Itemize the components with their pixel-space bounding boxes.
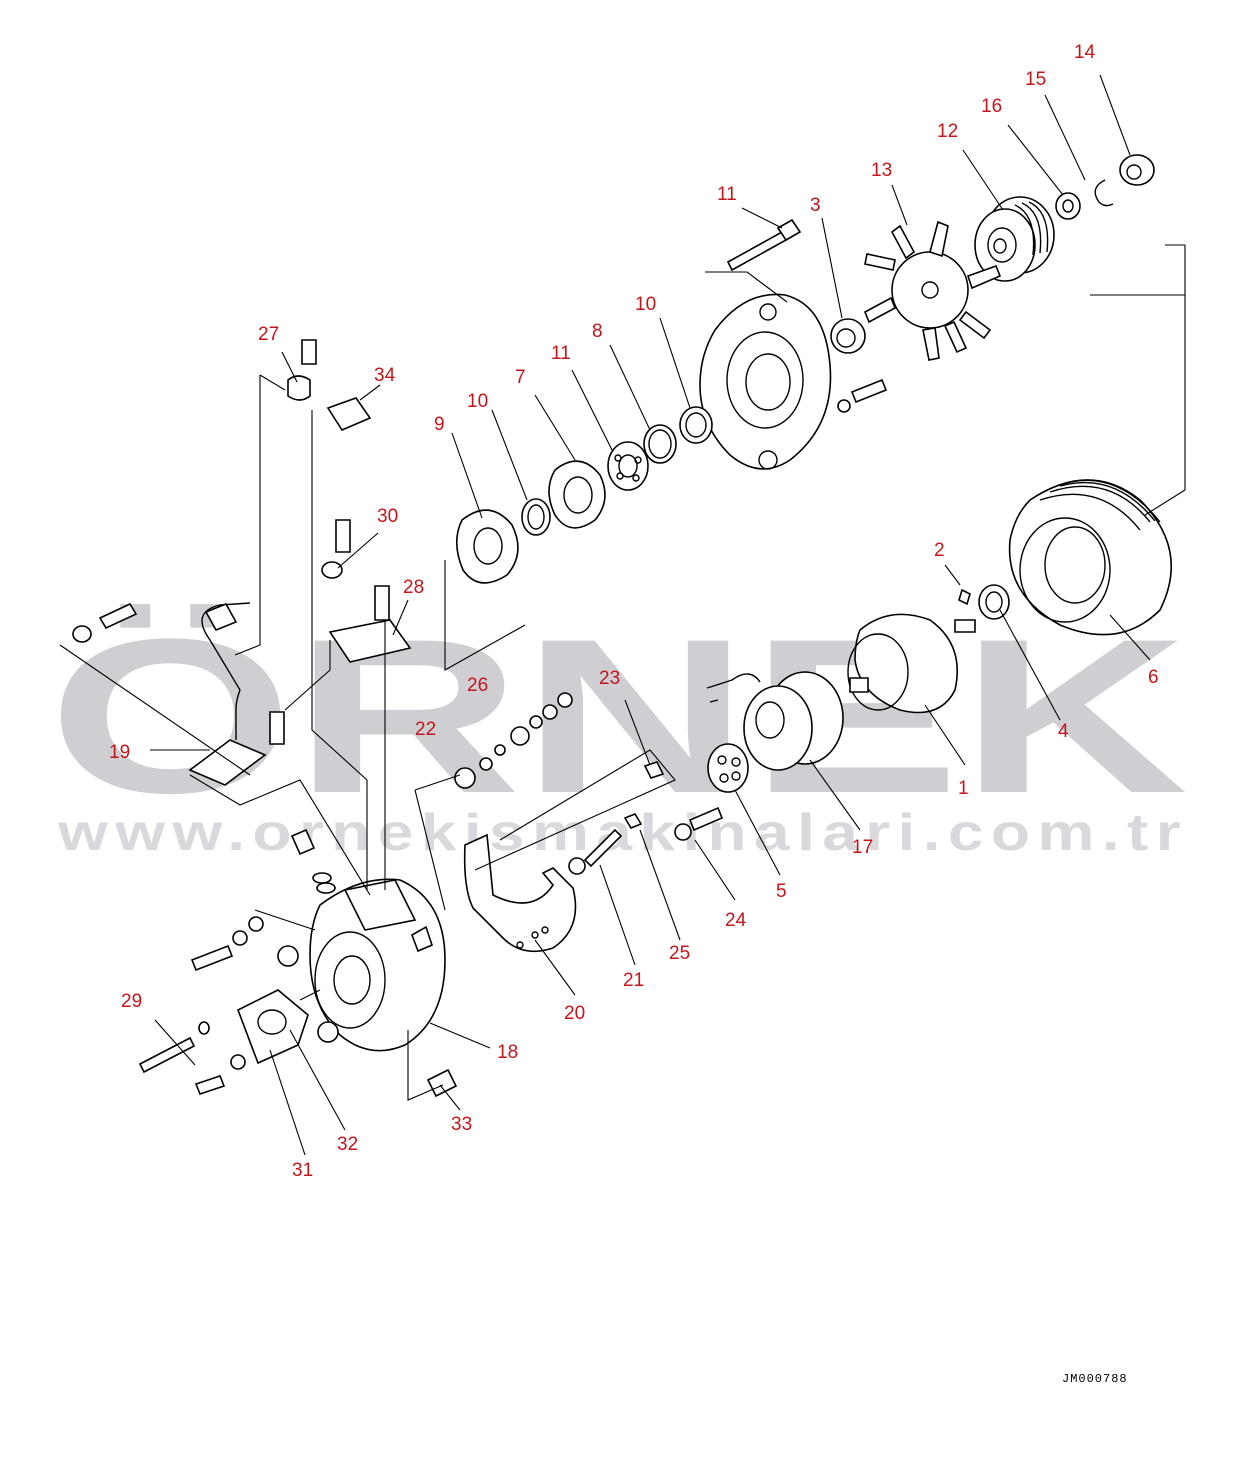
callout-21: 20 <box>564 1003 585 1024</box>
part-bolt-22[interactable] <box>568 828 623 875</box>
part-seal-10-upper[interactable] <box>679 406 713 444</box>
part-washer-17[interactable] <box>1055 192 1081 220</box>
callout-12: 11 <box>717 184 737 205</box>
callout-labels: 14 15 16 12 13 3 11 10 8 11 7 10 9 27 34… <box>109 42 1159 1181</box>
callout-18: 17 <box>852 837 873 858</box>
callout-1: 1 <box>958 778 969 799</box>
callout-10-upper: 10 <box>635 294 656 315</box>
part-bearing-11[interactable] <box>607 441 649 491</box>
callout-3: 3 <box>810 195 821 216</box>
callout-4: 4 <box>1058 721 1069 742</box>
callout-28: 27 <box>258 324 279 345</box>
part-nut-15[interactable] <box>1119 154 1155 186</box>
watermark: ÖRNEK www.ornekismakinalari.com.tr <box>48 593 1188 862</box>
part-plate-9[interactable] <box>455 509 519 584</box>
part-bolt-25[interactable] <box>674 806 724 841</box>
drawing-code: JM000788 <box>1062 1372 1128 1386</box>
callout-17: 16 <box>981 96 1002 117</box>
callout-9: 9 <box>434 414 445 435</box>
part-bolt-20[interactable] <box>269 711 285 745</box>
part-bolt-31[interactable] <box>321 519 351 579</box>
part-terminal-34[interactable] <box>426 1068 458 1098</box>
part-bolt-30[interactable] <box>138 1021 210 1074</box>
callout-25: 24 <box>725 910 747 931</box>
callout-34: 33 <box>451 1114 472 1135</box>
callout-14: 13 <box>871 160 892 181</box>
watermark-brand: ÖRNEK <box>48 593 1188 839</box>
part-bearing-4[interactable] <box>978 584 1010 620</box>
callout-26: 25 <box>669 943 690 964</box>
callout-35: 34 <box>374 365 396 386</box>
callout-15: 14 <box>1074 42 1096 63</box>
callout-30: 29 <box>121 991 142 1012</box>
part-bearing-3[interactable] <box>830 318 866 354</box>
callout-10-lower: 10 <box>467 391 488 412</box>
callout-29: 28 <box>403 577 424 598</box>
callout-27: 26 <box>467 675 488 696</box>
callout-22: 21 <box>623 970 644 991</box>
part-rear-housing[interactable] <box>309 878 446 1052</box>
callout-16: 15 <box>1025 69 1046 90</box>
callout-31: 30 <box>377 506 398 527</box>
callout-13: 12 <box>937 121 958 142</box>
part-rear-rotor-18[interactable] <box>706 671 844 771</box>
callout-2: 2 <box>934 540 945 561</box>
part-cover-plate-32-33[interactable] <box>236 989 309 1065</box>
part-connector-35[interactable] <box>326 397 372 432</box>
part-nuts-27[interactable] <box>479 692 573 771</box>
part-insulator-23[interactable] <box>454 767 476 789</box>
part-rotor-1[interactable] <box>847 613 976 714</box>
part-cover-5[interactable] <box>707 743 749 793</box>
part-clip-26[interactable] <box>623 813 643 829</box>
part-snap-ring-16[interactable] <box>1094 179 1114 207</box>
callout-8: 8 <box>592 321 603 342</box>
callout-23: 22 <box>415 719 436 740</box>
part-regulator-21[interactable] <box>463 833 577 953</box>
parts <box>72 154 1172 1098</box>
part-clamp-28[interactable] <box>287 339 317 401</box>
callout-6: 6 <box>1148 667 1159 688</box>
part-key-2[interactable] <box>958 588 971 606</box>
callout-33: 32 <box>337 1134 358 1155</box>
part-bolt-12[interactable] <box>726 218 802 272</box>
part-fan-14[interactable] <box>863 220 1002 361</box>
part-plate-7[interactable] <box>548 460 606 529</box>
part-front-housing[interactable] <box>699 293 832 470</box>
callout-11: 11 <box>551 343 571 364</box>
part-housing-bolt[interactable] <box>837 378 888 413</box>
part-seal-10-lower[interactable] <box>521 498 551 536</box>
part-ring-8[interactable] <box>643 424 677 464</box>
part-bolts-left[interactable] <box>190 916 339 1095</box>
callout-5: 5 <box>776 881 787 902</box>
callout-24: 23 <box>599 668 620 689</box>
watermark-url: www.ornekismakinalari.com.tr <box>57 804 1188 862</box>
callout-19: 18 <box>497 1042 518 1063</box>
part-screws-top[interactable] <box>290 828 336 894</box>
part-stator-6[interactable] <box>1008 479 1172 636</box>
callout-20: 19 <box>109 742 130 763</box>
part-plate-29[interactable] <box>328 585 412 663</box>
part-terminal-24[interactable] <box>643 761 665 779</box>
part-bracket-20[interactable] <box>72 602 267 786</box>
leader-lines <box>59 74 1186 1156</box>
callout-32: 31 <box>292 1160 313 1181</box>
callout-7: 7 <box>515 367 526 388</box>
part-pulley-13[interactable] <box>974 196 1055 282</box>
